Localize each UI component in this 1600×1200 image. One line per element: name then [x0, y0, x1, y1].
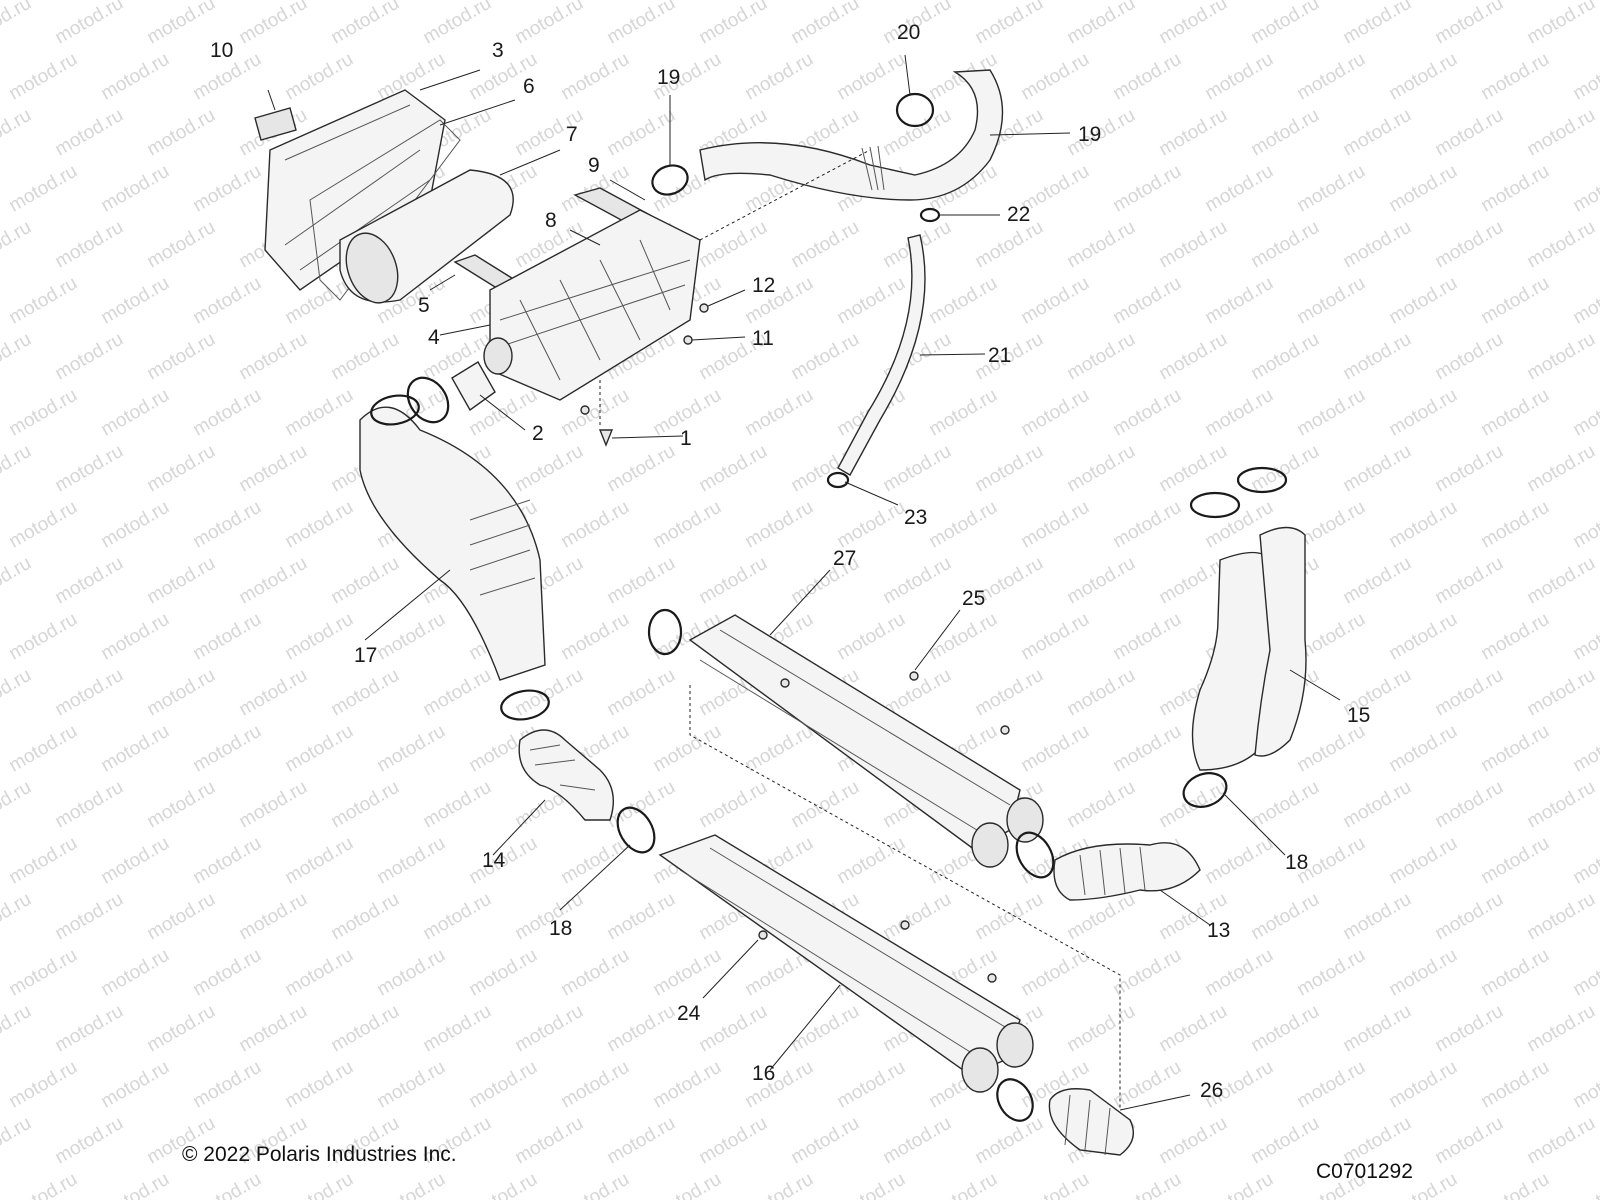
- diagram-code: C0701292: [1316, 1160, 1413, 1183]
- callout-16: 16: [752, 1062, 776, 1085]
- callout-12: 12: [752, 274, 776, 297]
- callout-14: 14: [482, 849, 506, 872]
- lower-tube-assembly-part: [658, 834, 1021, 1076]
- callout-15: 15: [1347, 704, 1371, 727]
- callout-8: 8: [545, 209, 557, 232]
- copyright-notice: © 2022 Polaris Industries Inc.: [182, 1143, 457, 1166]
- elbow-boot-part: [518, 729, 614, 821]
- callout-20: 19: [1078, 123, 1102, 146]
- push-rivet-part: [598, 429, 614, 447]
- decal-part: [254, 107, 297, 141]
- callout-22: 20: [897, 21, 921, 44]
- clamp-24-part: [919, 207, 941, 223]
- drain-hose-part: [837, 234, 926, 476]
- clamp-22-part: [895, 92, 935, 128]
- fastener-12-part: [699, 303, 709, 313]
- clamp-15-a-part: [1189, 491, 1241, 519]
- callout-7: 7: [566, 123, 578, 146]
- clamp-18-right-part: [1182, 772, 1228, 808]
- callout-10: 10: [210, 39, 234, 62]
- callout-3: 3: [492, 39, 504, 62]
- clamp-15-b-part: [1236, 466, 1288, 494]
- callout-13: 13: [1207, 919, 1231, 942]
- clamp-18-left-part: [616, 806, 656, 854]
- callout-9: 9: [588, 154, 600, 177]
- callout-6: 6: [523, 75, 535, 98]
- callout-24: 22: [1007, 203, 1031, 226]
- callout-18-right: 18: [1285, 851, 1309, 874]
- callout-25: 23: [904, 506, 928, 529]
- callout-2: 2: [532, 422, 544, 445]
- clamp-25-part: [826, 471, 850, 489]
- callout-1: 1: [680, 427, 692, 450]
- callout-26: 26: [1200, 1079, 1224, 1102]
- fastener-11-part: [683, 335, 693, 345]
- flex-boot-part: [1053, 842, 1201, 901]
- clamp-2-part: [406, 376, 450, 424]
- airbox-housing-part: [489, 209, 701, 401]
- outlet-duct-part: [359, 406, 546, 681]
- callout-19-upper: 25: [962, 587, 986, 610]
- callout-21: 19: [657, 66, 681, 89]
- callout-17: 17: [354, 644, 378, 667]
- clamp-27-part: [647, 608, 683, 656]
- callout-23: 21: [988, 344, 1012, 367]
- intake-duct-part: [699, 69, 1004, 201]
- callout-27: 27: [833, 547, 857, 570]
- callout-4: 4: [428, 326, 440, 349]
- callout-19-lower: 24: [677, 1002, 701, 1025]
- callout-5: 5: [418, 294, 430, 317]
- coupler-part: [1048, 1088, 1134, 1156]
- clamp-21-part: [651, 164, 689, 196]
- callout-18-left: 18: [549, 917, 573, 940]
- upper-tube-assembly-part: [688, 614, 1021, 851]
- callout-11: 11: [752, 327, 774, 350]
